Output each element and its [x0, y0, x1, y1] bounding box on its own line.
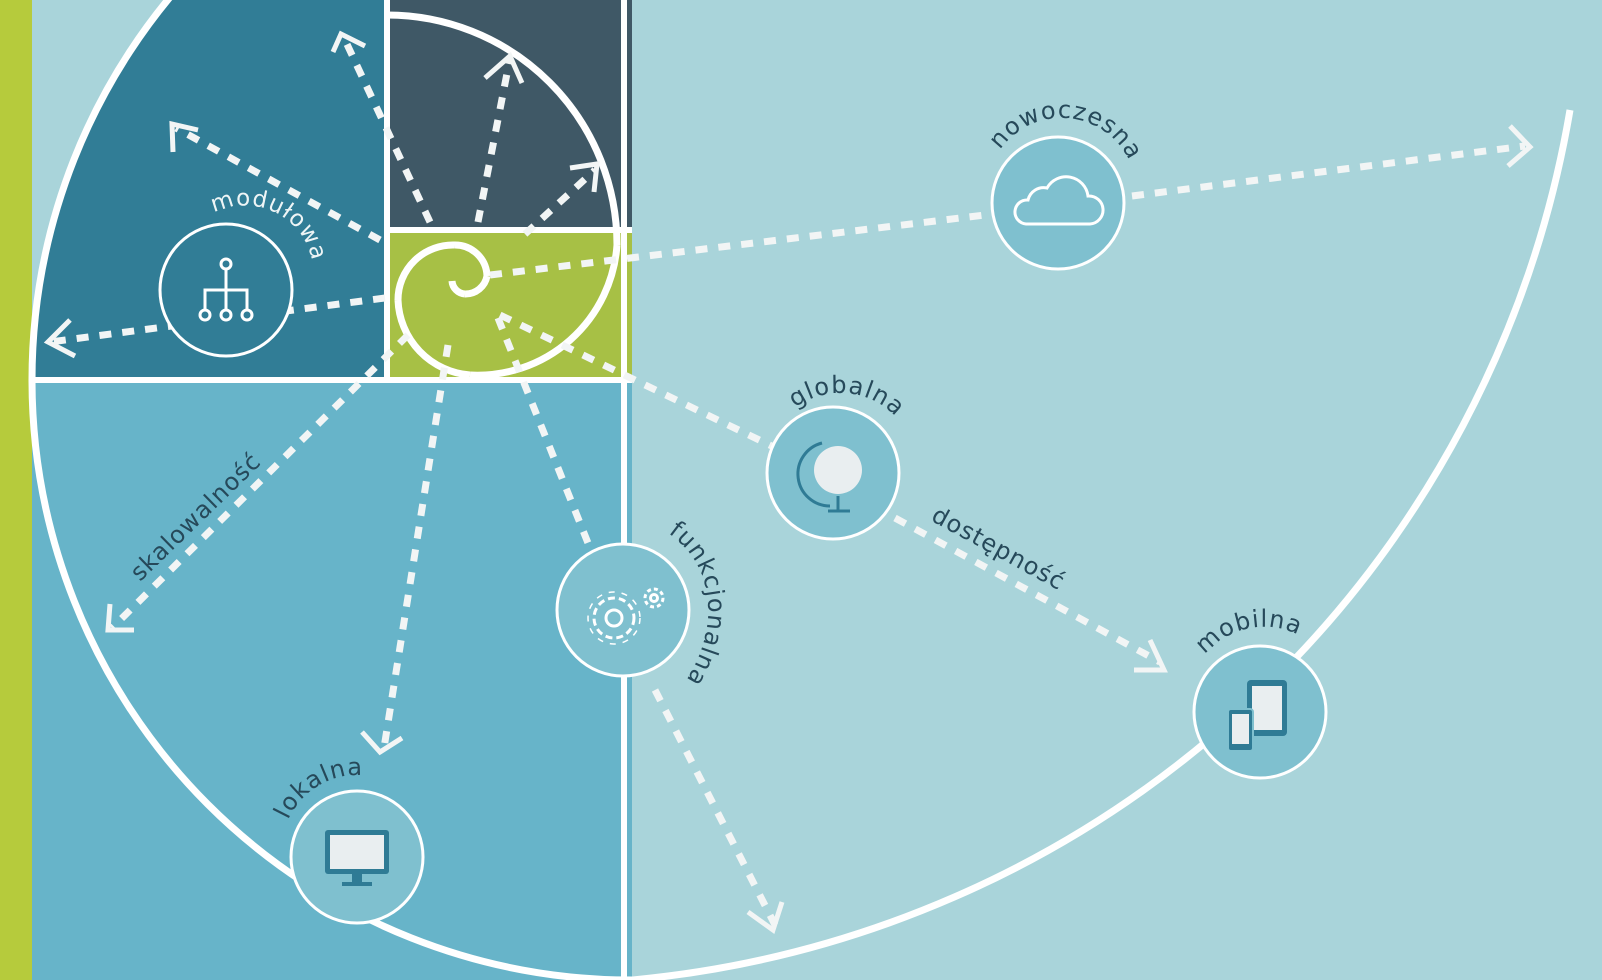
arrowhead — [1134, 638, 1168, 673]
devices-icon — [1227, 680, 1287, 752]
node-circle — [555, 542, 691, 678]
hierarchy-icon — [198, 257, 254, 322]
left-accent-bar — [0, 0, 32, 980]
arrowhead — [105, 603, 134, 633]
spiral-tiles — [32, 0, 632, 980]
arrow-ray — [474, 57, 514, 223]
arrow-ray — [494, 316, 594, 550]
node-circle — [990, 135, 1126, 271]
arrow-ray — [174, 124, 382, 244]
arrow-ray — [489, 211, 986, 279]
arrow-ray — [651, 688, 779, 927]
tile-top-right — [387, 0, 632, 230]
arrow-ray — [1131, 142, 1526, 200]
arrow-ray — [341, 38, 434, 224]
node-globalna: globalna — [765, 371, 910, 541]
node-mobilna: mobilna — [1190, 605, 1328, 780]
arrow-ray — [109, 332, 411, 631]
cloud-icon — [1013, 175, 1105, 226]
arrowhead — [330, 30, 367, 54]
gears-icon — [587, 587, 665, 645]
arrow-ray — [893, 514, 1162, 666]
arrowhead — [483, 51, 525, 85]
arrow-ray — [522, 167, 598, 237]
arrowhead — [569, 161, 600, 193]
arrow-label-dostepnosc: dostępność — [927, 501, 1069, 596]
arrowhead — [1506, 124, 1534, 168]
node-modulowa: modułowa — [158, 185, 331, 358]
tile-dividers — [32, 0, 632, 980]
arrow-ray — [498, 311, 782, 454]
arrowhead — [746, 901, 785, 935]
dashed-arrows — [43, 30, 1534, 935]
svg-text:dostępność: dostępność — [927, 501, 1070, 596]
arrowhead — [169, 120, 199, 153]
arrowhead — [360, 730, 404, 756]
globe-icon — [796, 441, 862, 513]
monitor-icon — [325, 830, 389, 886]
arrowhead — [43, 318, 77, 359]
node-nowoczesna: nowoczesna — [983, 96, 1148, 271]
